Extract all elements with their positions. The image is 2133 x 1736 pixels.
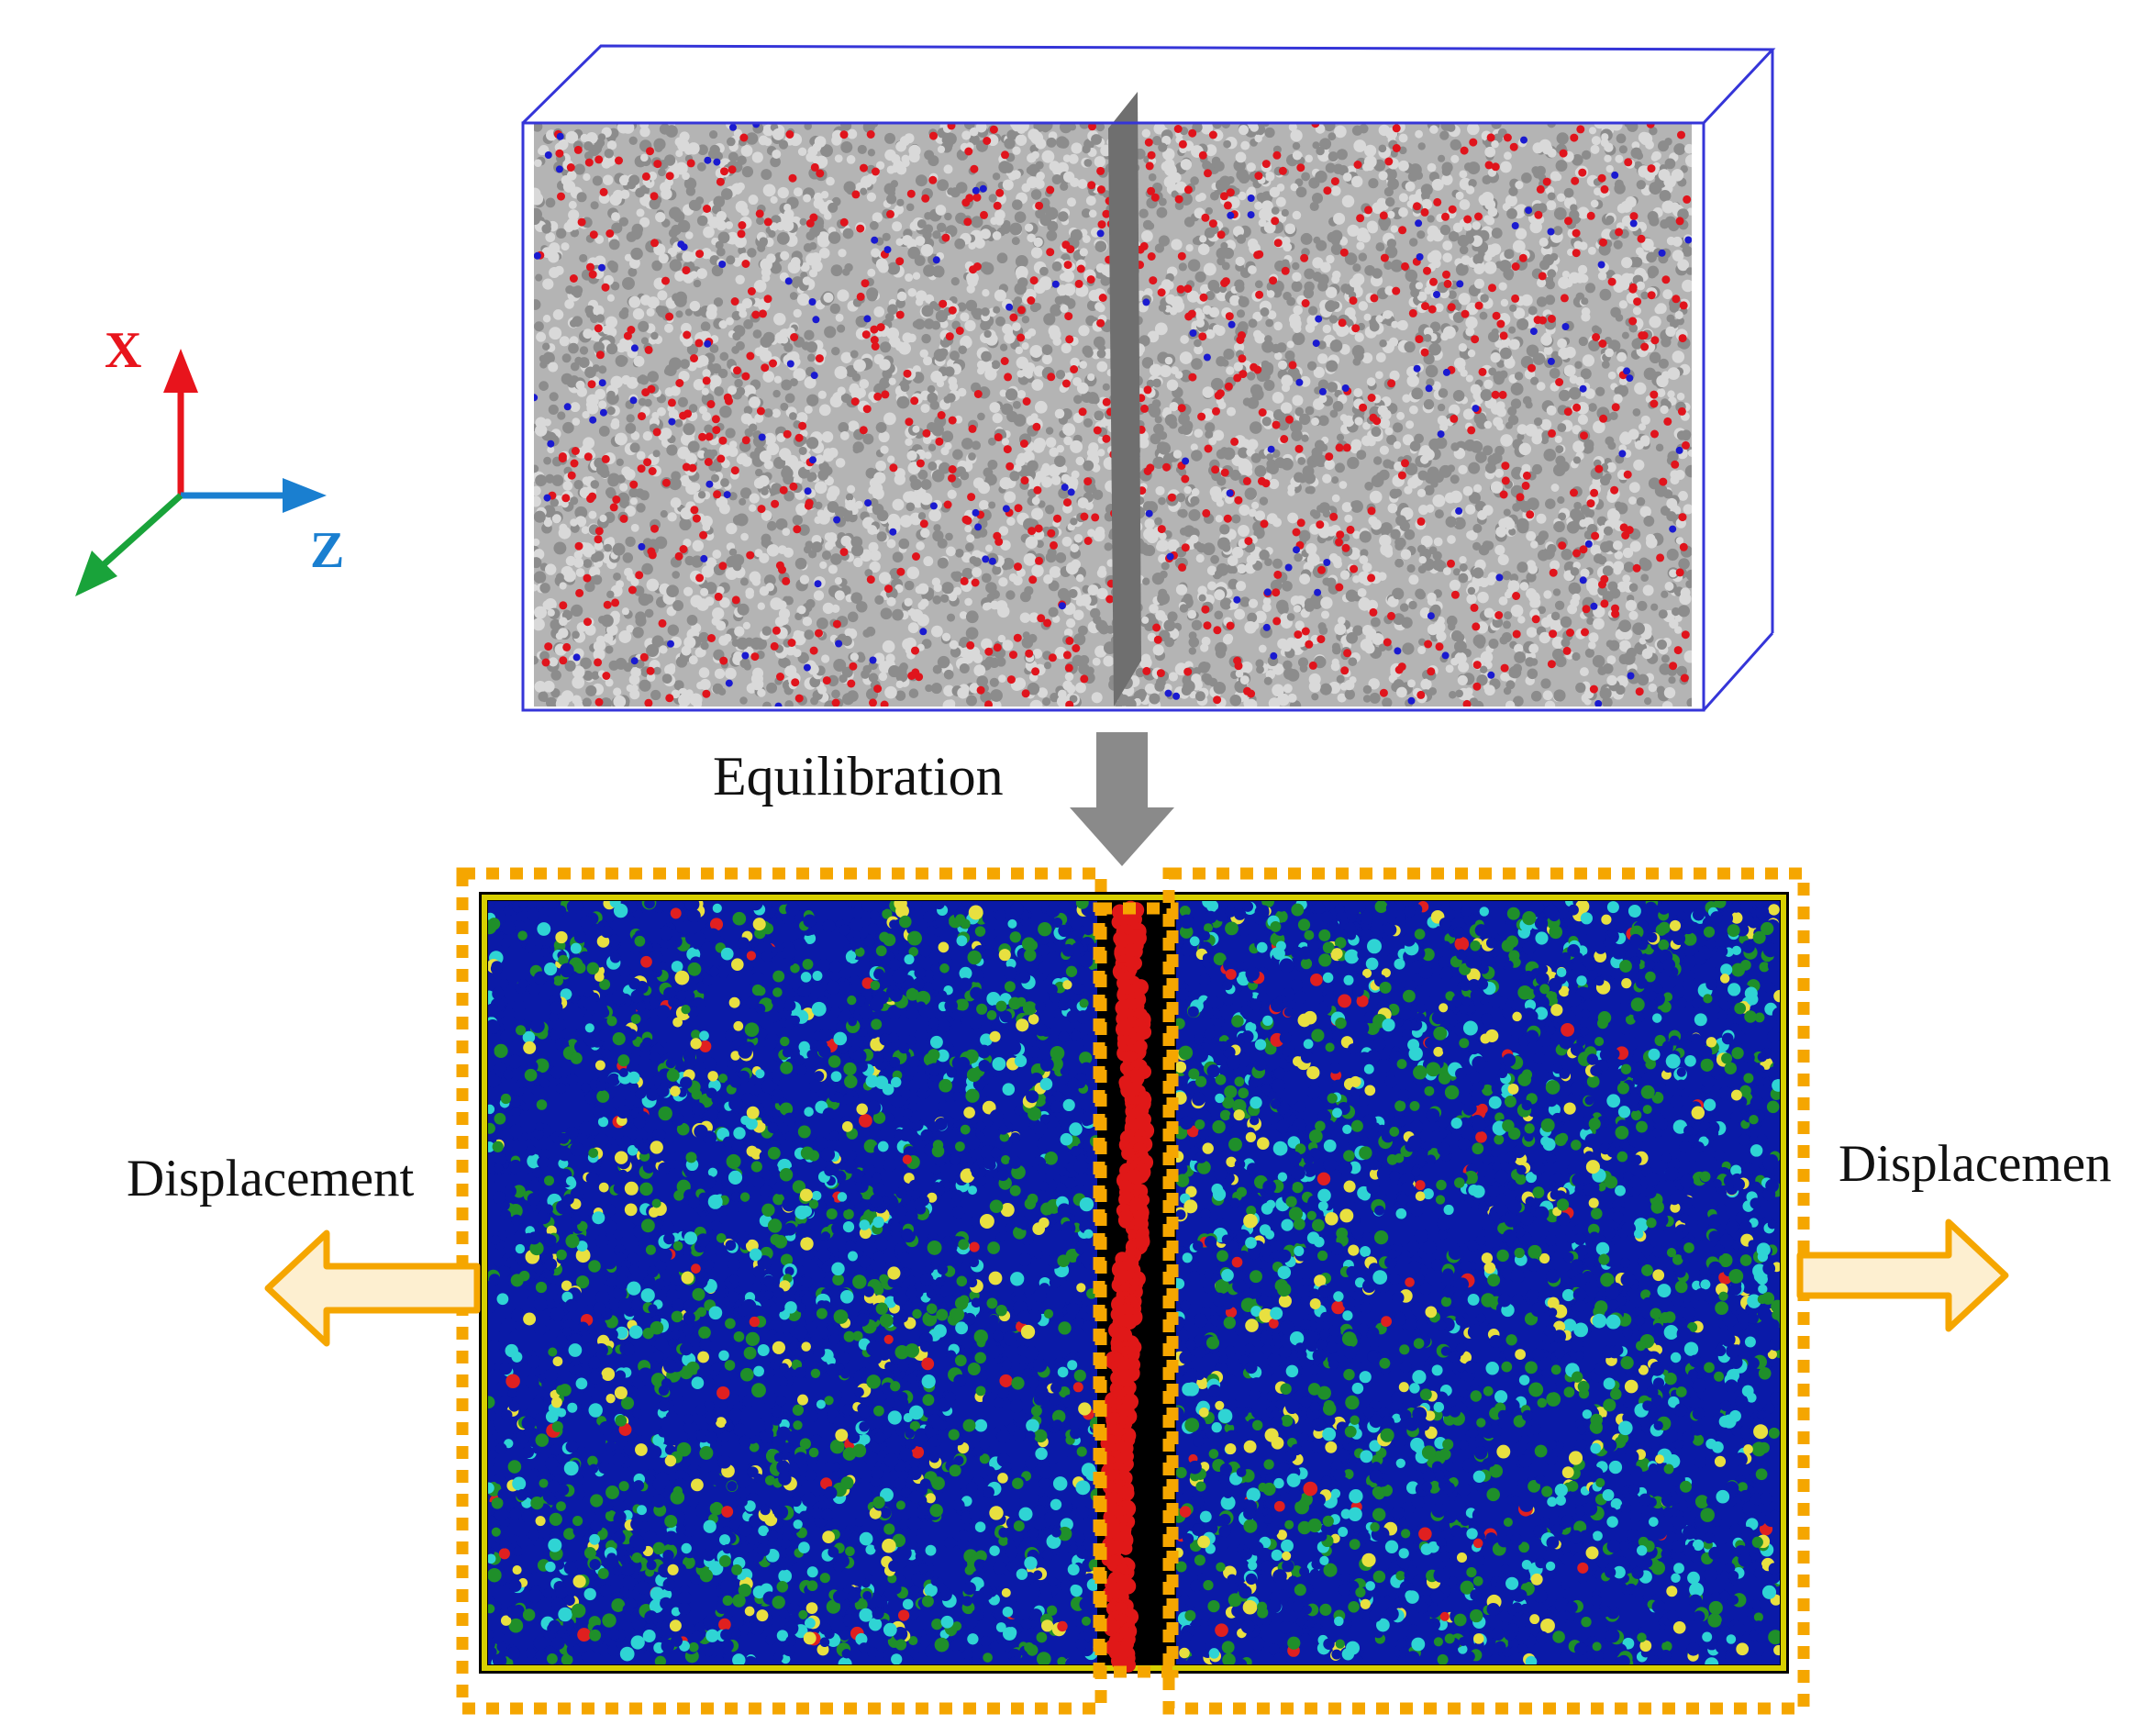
stress-map-model: [479, 892, 1789, 1674]
displacement-arrow-right: [1800, 1222, 2005, 1329]
z-axis-label: Z: [310, 521, 344, 580]
x-axis-label: X: [105, 321, 141, 380]
equilibration-arrow: [1070, 732, 1174, 866]
displacement-label-left: Displacement: [127, 1149, 414, 1208]
displacement-label-right: Displacemen: [1839, 1134, 2112, 1194]
displacement-arrow-left: [268, 1233, 477, 1343]
coordinate-axes: [75, 349, 327, 596]
equilibration-label: Equilibration: [713, 745, 1004, 808]
z-axis-arrowhead: [283, 478, 327, 513]
y-axis-line: [101, 495, 181, 567]
graphene-sheet: [1108, 92, 1141, 707]
x-axis-arrowhead: [163, 349, 198, 393]
molecular-model: [523, 46, 1772, 713]
